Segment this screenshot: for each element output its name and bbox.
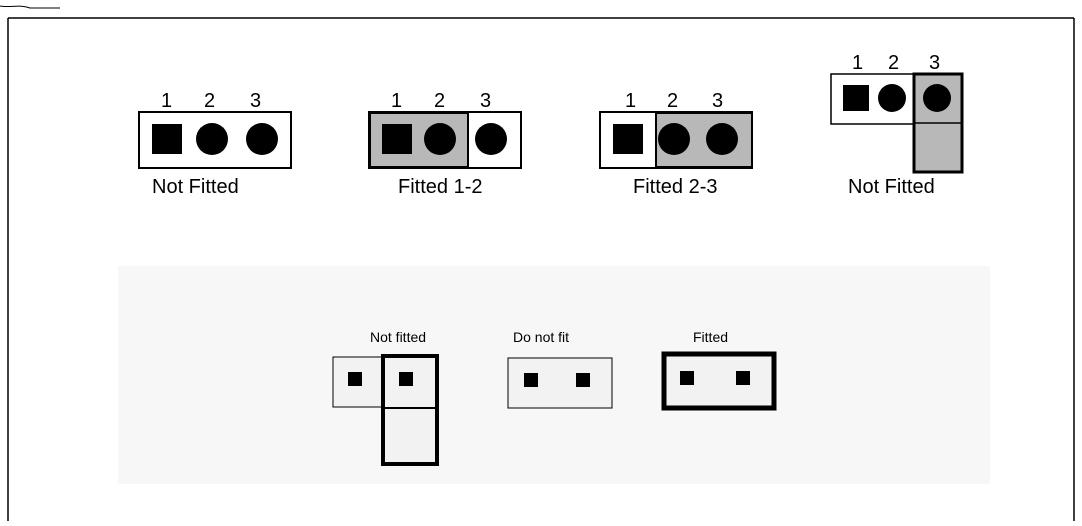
pin-2-circle [424, 123, 456, 155]
small-jumper-not-fitted [332, 354, 439, 466]
pin-3-circle [706, 123, 738, 155]
pin-3-circle [246, 123, 278, 155]
pin-number-2: 2 [667, 90, 679, 112]
pin-number-2: 2 [204, 90, 216, 112]
pin-2-square [399, 372, 413, 386]
pin-2-square [736, 371, 750, 385]
pin-3-circle [475, 123, 507, 155]
vertical-link [381, 354, 439, 466]
pin-number-1: 1 [852, 52, 864, 74]
caption-small-fitted: Fitted [693, 329, 729, 345]
jumper-not-fitted-vertical [830, 72, 964, 174]
pin-1-square [843, 85, 869, 111]
pin-number-1: 1 [391, 90, 403, 112]
pin-number-2: 2 [434, 90, 446, 112]
pin-1-square [348, 372, 362, 386]
caption-small-not-fitted: Not fitted [370, 329, 427, 345]
pin-2-circle [658, 123, 690, 155]
caption-fitted-1-2: Fitted 1-2 [398, 176, 483, 198]
small-jumper-do-not-fit [507, 357, 613, 409]
pin-1-square [613, 124, 643, 154]
pin-number-3: 3 [250, 90, 262, 112]
caption-small-do-not-fit: Do not fit [513, 329, 570, 345]
pin-number-3: 3 [480, 90, 492, 112]
small-jumper-fitted [661, 351, 777, 411]
jumper-fitted-2-3 [599, 111, 753, 169]
pin-number-2: 2 [888, 52, 900, 74]
pin-2-square [576, 373, 590, 387]
pin-1-square [152, 124, 182, 154]
pin-2-circle [878, 84, 906, 112]
figure-frame [0, 5, 1075, 521]
pin-1-square [680, 371, 694, 385]
caption-not-fitted-vertical: Not Fitted [848, 176, 935, 198]
pin-2-circle [196, 123, 228, 155]
pin-1-square [524, 373, 538, 387]
pin-number-1: 1 [161, 90, 173, 112]
pin-number-1: 1 [625, 90, 637, 112]
pin-number-3: 3 [712, 90, 724, 112]
pin-1-square [382, 124, 412, 154]
pin-number-3: 3 [929, 52, 941, 74]
jumper-not-fitted-horizontal [138, 111, 292, 169]
pin-3-circle [923, 84, 951, 112]
caption-not-fitted: Not Fitted [152, 176, 239, 198]
jumper-fitted-1-2 [368, 111, 522, 169]
caption-fitted-2-3: Fitted 2-3 [633, 176, 718, 198]
